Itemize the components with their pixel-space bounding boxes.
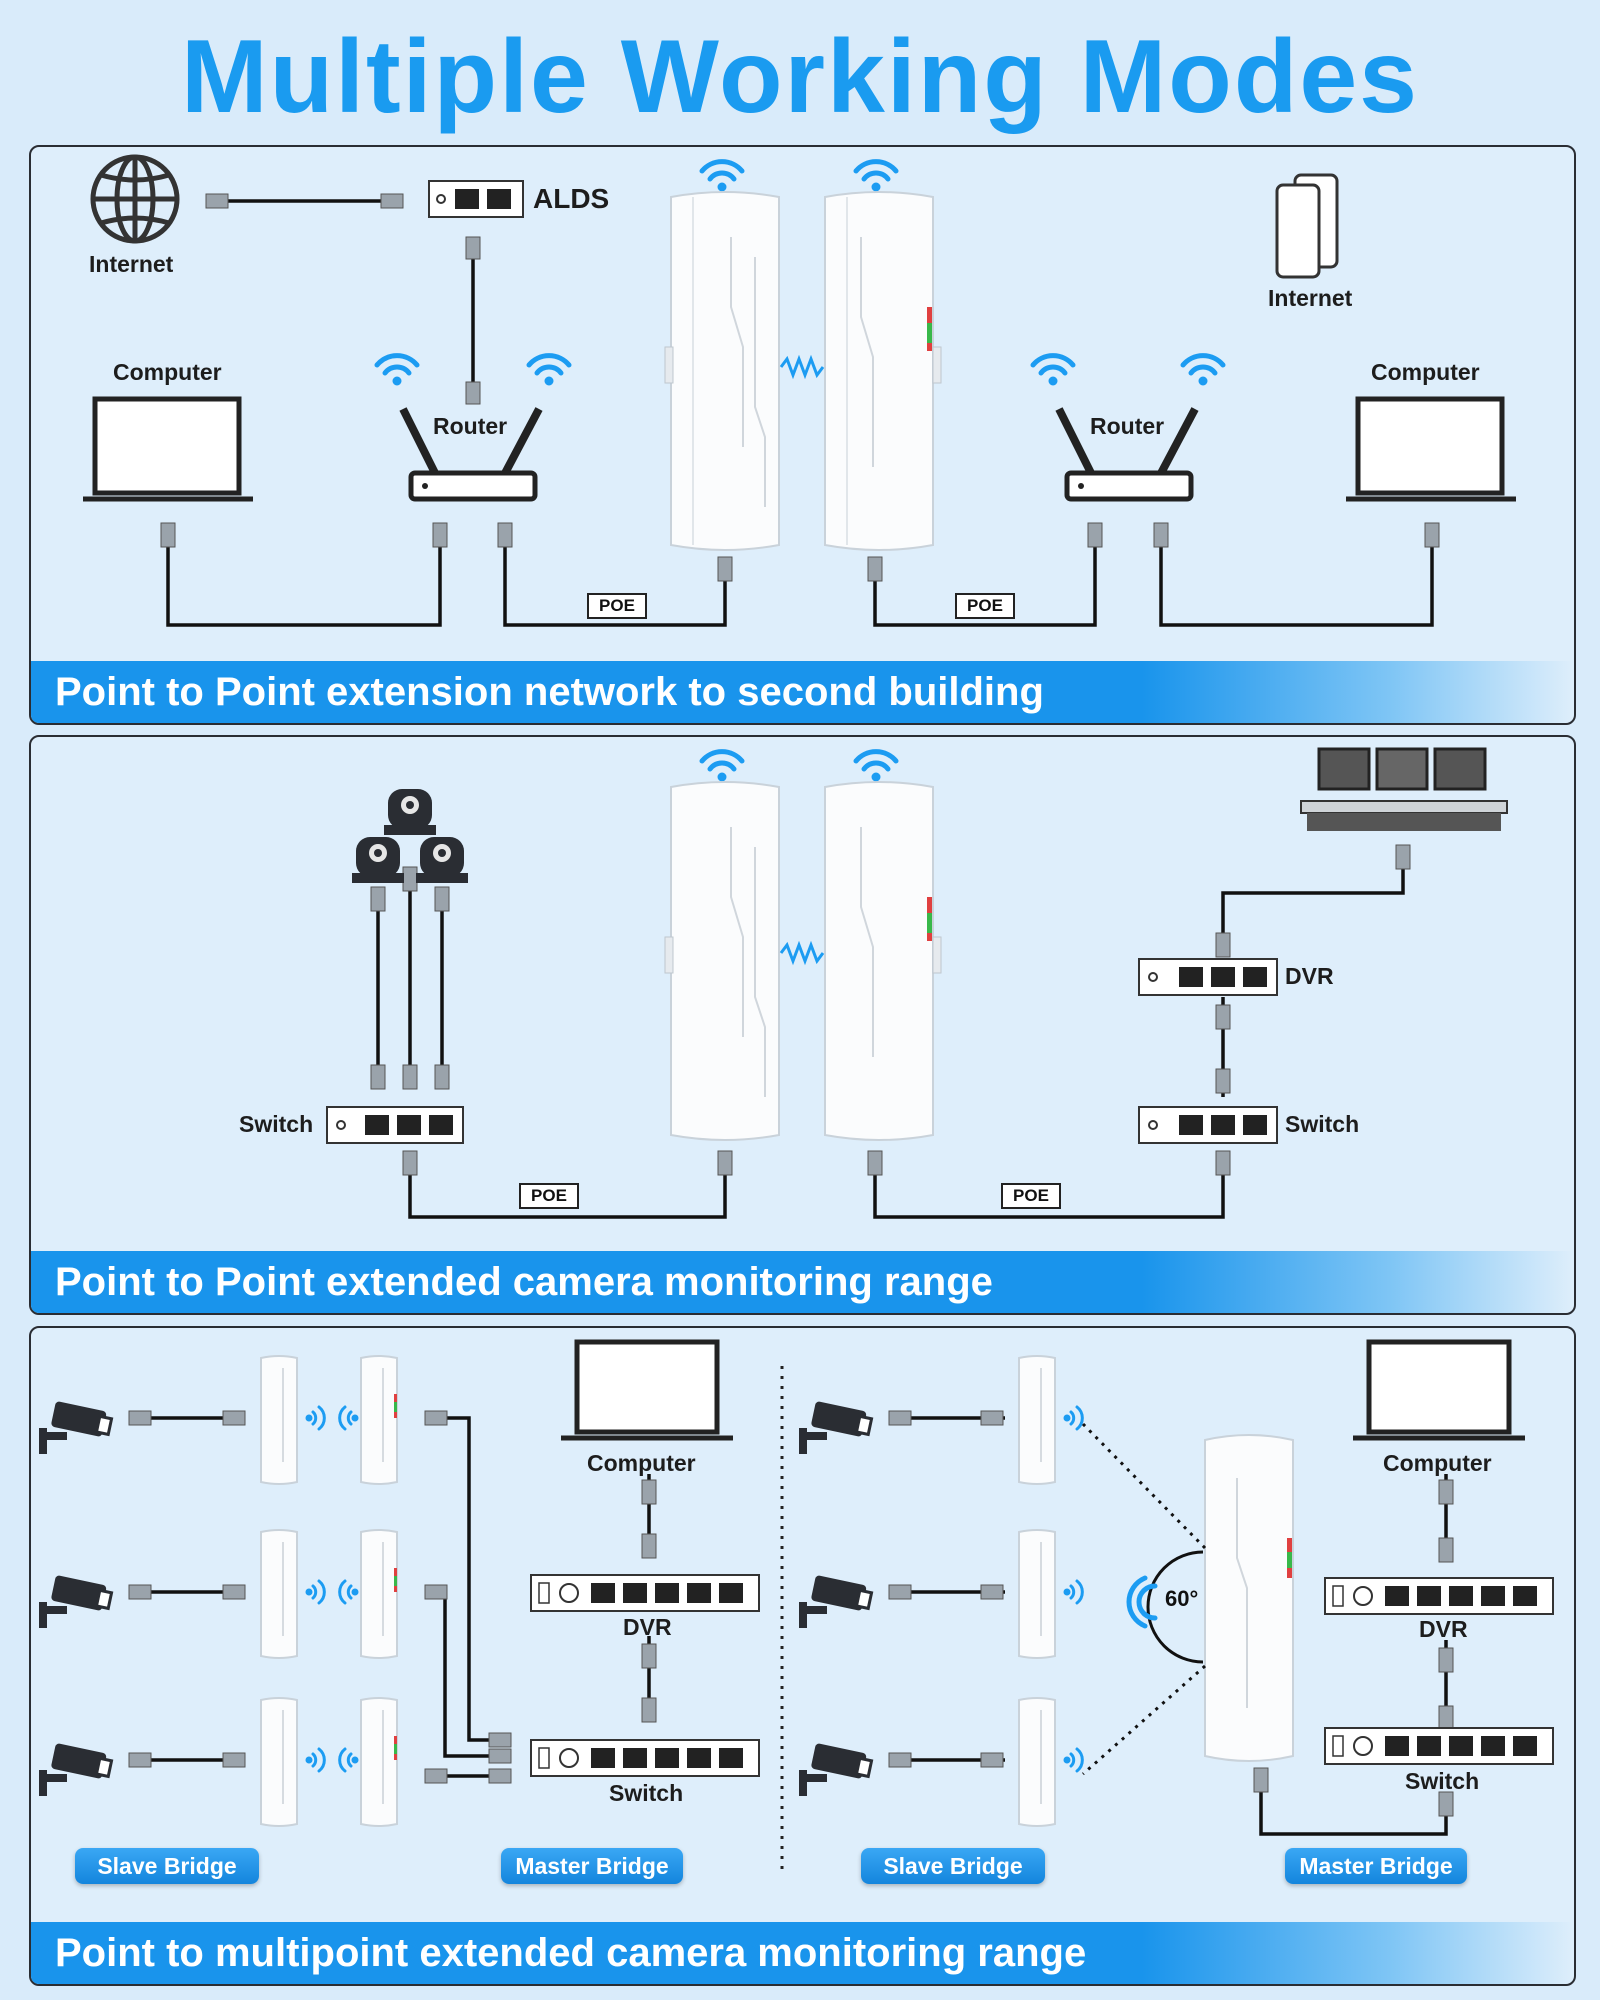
router-icon-right bbox=[1055, 407, 1199, 502]
poe-label-left-2: POE bbox=[519, 1183, 579, 1209]
label-computer-p3-right: Computer bbox=[1383, 1450, 1492, 1476]
label-router-right: Router bbox=[1090, 413, 1165, 439]
label-switch-p3-left: Switch bbox=[609, 1780, 684, 1806]
laptop-icon-left bbox=[83, 396, 253, 502]
laptop-icon-right bbox=[1346, 396, 1516, 502]
bridge-device bbox=[260, 1529, 298, 1659]
label-coverage-angle: 60° bbox=[1165, 1586, 1199, 1611]
panel-point-to-multipoint: Computer DVR Switch Computer DVR Switch … bbox=[29, 1326, 1576, 1986]
bridge-device bbox=[1018, 1529, 1056, 1659]
poe-label-right: POE bbox=[955, 593, 1015, 619]
bridge-device-right-2 bbox=[824, 781, 942, 1141]
bridge-device bbox=[260, 1355, 298, 1485]
globe-icon bbox=[90, 154, 180, 244]
modem-icon bbox=[428, 180, 524, 218]
diagram-point-to-multipoint bbox=[39, 1339, 1554, 1874]
label-alds: ALDS bbox=[533, 183, 610, 214]
label-computer-right: Computer bbox=[1371, 359, 1480, 385]
wireless-signal-icon bbox=[338, 1579, 359, 1605]
laptop-icon-p3-right bbox=[1353, 1339, 1525, 1441]
wifi-icons bbox=[374, 159, 1226, 386]
pill-slave-bridge-right: Slave Bridge bbox=[861, 1848, 1045, 1884]
wireless-signal-icon bbox=[305, 1747, 326, 1773]
switch-icon-p3-left bbox=[530, 1739, 760, 1777]
bridge-device-left-2 bbox=[664, 781, 780, 1141]
signal-icon-2 bbox=[779, 940, 825, 966]
cctv-camera-icon bbox=[799, 1743, 874, 1796]
pill-master-bridge-right: Master Bridge bbox=[1285, 1848, 1467, 1884]
label-dvr-p3-right: DVR bbox=[1419, 1616, 1468, 1642]
label-switch-right: Switch bbox=[1285, 1111, 1360, 1137]
banner-text-3: Point to multipoint extended camera moni… bbox=[55, 1931, 1087, 1975]
banner-text-2: Point to Point extended camera monitorin… bbox=[55, 1260, 993, 1304]
switch-icon-p3-right bbox=[1324, 1727, 1554, 1765]
banner-panel-2: Point to Point extended camera monitorin… bbox=[31, 1251, 1574, 1313]
bridge-device bbox=[260, 1697, 298, 1827]
dvr-icon-p3-left bbox=[530, 1574, 760, 1612]
bridge-device bbox=[360, 1529, 398, 1659]
wifi-icons-2 bbox=[699, 749, 899, 782]
label-switch-p3-right: Switch bbox=[1405, 1768, 1480, 1794]
wireless-signal-icon bbox=[338, 1747, 359, 1773]
pill-master-bridge-left: Master Bridge bbox=[501, 1848, 683, 1884]
router-icon-left bbox=[399, 407, 543, 502]
panel-point-to-point-camera: Switch DVR Switch POE POE Point to Point… bbox=[29, 735, 1576, 1315]
label-router-left: Router bbox=[433, 413, 508, 439]
cctv-camera-icon bbox=[39, 1401, 114, 1454]
wireless-signal-icon bbox=[338, 1405, 359, 1431]
wifi-wave-icon-master bbox=[1126, 1575, 1158, 1629]
banner-panel-3: Point to multipoint extended camera moni… bbox=[31, 1922, 1574, 1984]
coverage-lines bbox=[1081, 1422, 1207, 1776]
monitoring-station-icon bbox=[1300, 747, 1508, 831]
bridge-device-right bbox=[824, 191, 942, 551]
label-computer-p3-left: Computer bbox=[587, 1450, 696, 1476]
bridge-device bbox=[360, 1697, 398, 1827]
page-title: Multiple Working Modes bbox=[180, 19, 1420, 135]
ptz-camera-icons bbox=[352, 789, 468, 883]
label-dvr-p3-left: DVR bbox=[623, 1614, 672, 1640]
coverage-angle-arc bbox=[1146, 1550, 1204, 1664]
cctv-camera-icon bbox=[39, 1575, 114, 1628]
diagram-point-to-point-building bbox=[83, 154, 1516, 627]
label-dvr: DVR bbox=[1285, 963, 1334, 989]
cctv-camera-icon bbox=[39, 1743, 114, 1796]
dvr-icon bbox=[1138, 958, 1278, 996]
wireless-signal-icon bbox=[305, 1405, 326, 1431]
bridge-device-left bbox=[664, 191, 780, 551]
label-internet-left: Internet bbox=[89, 251, 174, 277]
dvr-icon-p3-right bbox=[1324, 1577, 1554, 1615]
bridge-device bbox=[360, 1355, 398, 1485]
label-computer-left: Computer bbox=[113, 359, 222, 385]
bridge-device bbox=[1018, 1355, 1056, 1485]
master-bridge-device-right bbox=[1204, 1434, 1294, 1762]
phone-icon bbox=[1275, 173, 1339, 279]
bridge-device bbox=[1018, 1697, 1056, 1827]
cctv-camera-icon bbox=[799, 1575, 874, 1628]
poe-label-left: POE bbox=[587, 593, 647, 619]
banner-text-1: Point to Point extension network to seco… bbox=[55, 670, 1044, 714]
wireless-signal-icon bbox=[1063, 1579, 1084, 1605]
poe-label-right-2: POE bbox=[1001, 1183, 1061, 1209]
banner-panel-1: Point to Point extension network to seco… bbox=[31, 661, 1574, 723]
switch-icon-right bbox=[1138, 1106, 1278, 1144]
cctv-camera-icon bbox=[799, 1401, 874, 1454]
signal-icon bbox=[779, 354, 825, 380]
wireless-signal-icon bbox=[305, 1579, 326, 1605]
pill-slave-bridge-left: Slave Bridge bbox=[75, 1848, 259, 1884]
diagram-point-to-point-camera bbox=[326, 747, 1508, 1219]
panel-point-to-point-building: Internet ALDS Internet Computer Router R… bbox=[29, 145, 1576, 725]
label-internet-right: Internet bbox=[1268, 285, 1353, 311]
wireless-signal-icon bbox=[1063, 1405, 1084, 1431]
wireless-signal-icon bbox=[1063, 1747, 1084, 1773]
laptop-icon-p3-left bbox=[561, 1339, 733, 1441]
switch-icon-left bbox=[326, 1106, 464, 1144]
label-switch-left: Switch bbox=[239, 1111, 314, 1137]
